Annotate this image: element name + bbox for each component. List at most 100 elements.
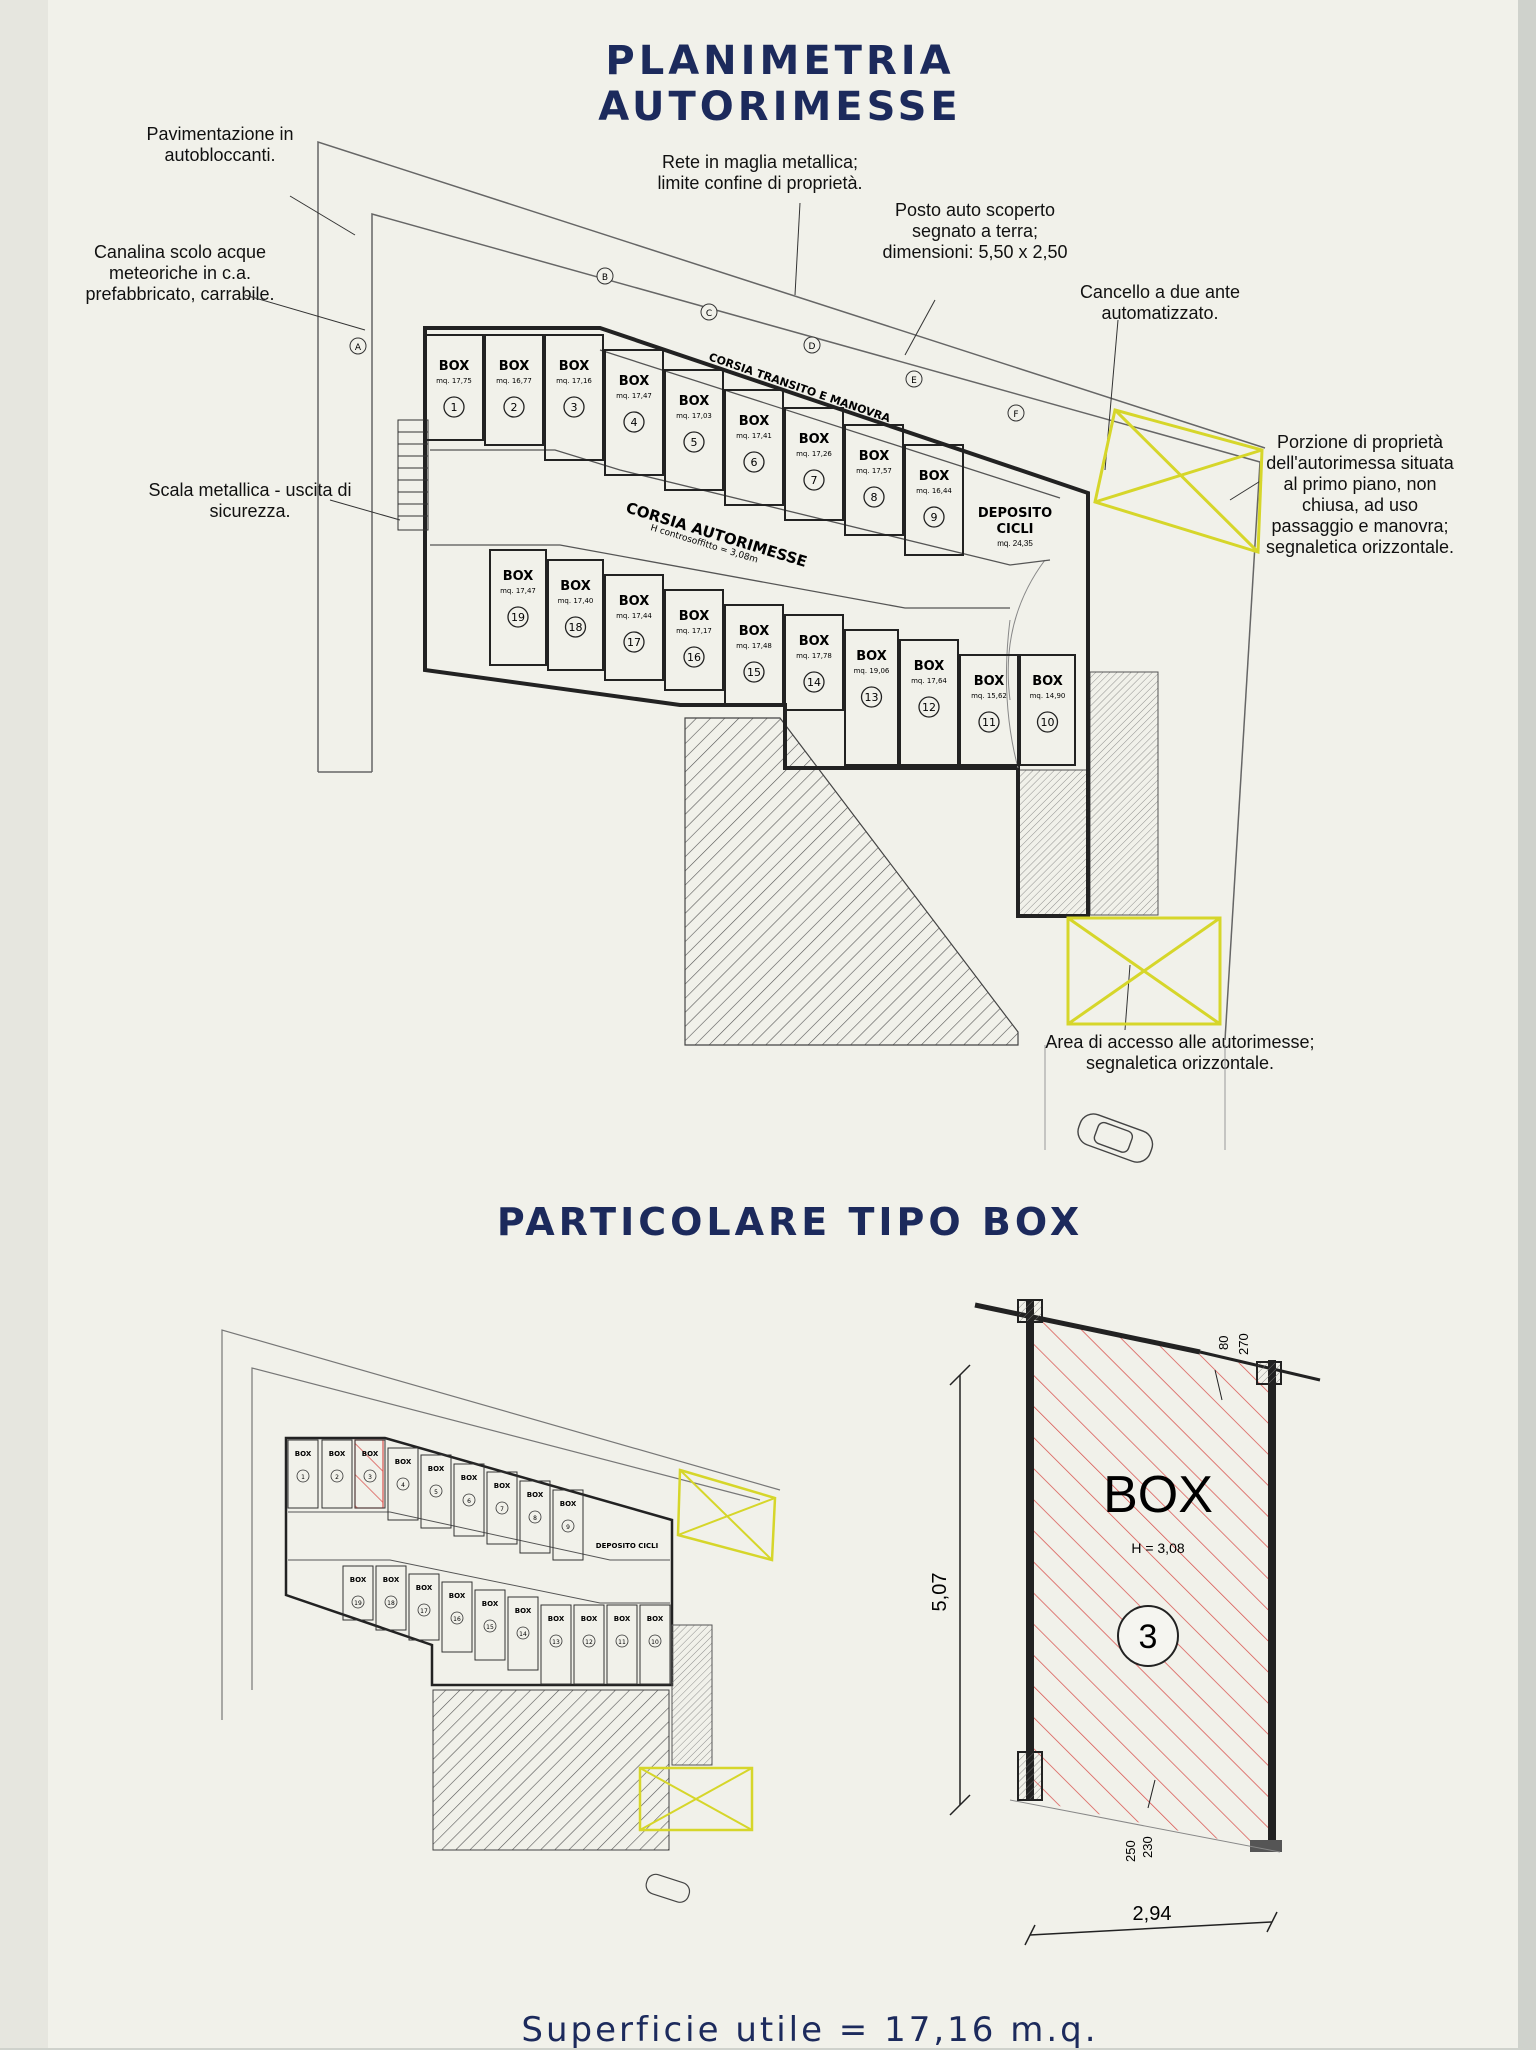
- box-number: 15: [747, 666, 761, 679]
- annotation-porzione: Porzione di proprietà dell'autorimessa s…: [1265, 432, 1455, 557]
- box-area: mq. 17,75: [436, 377, 472, 385]
- box-area: mq. 14,90: [1030, 692, 1066, 700]
- box-label: BOX: [499, 359, 530, 374]
- mini-box-number: 17: [420, 1608, 428, 1615]
- mini-box-number: 19: [354, 1600, 362, 1607]
- garage-building: [423, 326, 1159, 1046]
- box-number: 14: [807, 676, 821, 689]
- box-label: BOX: [1032, 674, 1063, 689]
- mini-box-number: 13: [552, 1639, 560, 1646]
- mini-box-cell-10: BOX 10: [639, 1604, 671, 1685]
- grid-marker-d: D: [809, 342, 816, 352]
- box-area: mq. 17,47: [500, 587, 536, 595]
- mini-box-label: BOX: [329, 1450, 346, 1458]
- main-title: PLANIMETRIA AUTORIMESSE: [598, 38, 962, 130]
- mini-box-label: BOX: [350, 1576, 367, 1584]
- car-icon: [1077, 1113, 1154, 1163]
- box-cell-13: BOX mq. 19,06 13: [844, 629, 899, 766]
- box-label: BOX: [919, 469, 950, 484]
- box-label: BOX: [559, 359, 590, 374]
- detail-door-bottom2-dim: 230: [1140, 1836, 1155, 1858]
- box-area: mq. 19,06: [854, 667, 890, 675]
- box-label: BOX: [560, 579, 591, 594]
- mini-box-number: 6: [467, 1498, 471, 1505]
- box-area: mq. 17,44: [616, 612, 652, 620]
- mini-box-label: BOX: [395, 1458, 412, 1466]
- box-cell-5: BOX mq. 17,03 5: [664, 369, 724, 491]
- grid-marker-c: C: [706, 309, 712, 319]
- detail-box-number: 3: [1139, 1618, 1158, 1656]
- annotation-area-accesso: Area di accesso alle autorimesse; segnal…: [1045, 1032, 1315, 1073]
- mini-box-label: BOX: [428, 1465, 445, 1473]
- box-label: BOX: [619, 594, 650, 609]
- box-number: 11: [982, 716, 996, 729]
- mini-box-number: 14: [519, 1631, 527, 1638]
- mini-box-cell-2: BOX 2: [321, 1439, 353, 1509]
- mini-box-label: BOX: [548, 1615, 565, 1623]
- mini-box-number: 11: [618, 1639, 626, 1646]
- box-number: 8: [871, 491, 878, 504]
- detail-depth-dim: 5,07: [929, 1573, 951, 1612]
- box-area: mq. 17,48: [736, 642, 772, 650]
- detail-width-dim: 2,94: [1133, 1903, 1172, 1925]
- box-label: BOX: [619, 374, 650, 389]
- leader-lines: [244, 195, 1263, 1031]
- mini-box-label: BOX: [482, 1600, 499, 1608]
- box-label: BOX: [439, 359, 470, 374]
- box-area: mq. 16,77: [496, 377, 532, 385]
- mini-box-number: 10: [651, 1639, 659, 1646]
- box-area: mq. 17,47: [616, 392, 652, 400]
- mini-box-label: BOX: [515, 1607, 532, 1615]
- box-number: 13: [865, 691, 879, 704]
- box-label: BOX: [799, 634, 830, 649]
- mini-box-number: 15: [486, 1624, 494, 1631]
- box-area: mq. 17,41: [736, 432, 772, 440]
- mini-box-number: 2: [335, 1474, 339, 1481]
- box-area: mq. 17,40: [558, 597, 594, 605]
- deposito-label-2: CICLI: [996, 522, 1033, 537]
- stair: [397, 419, 429, 531]
- site-boundary: [317, 140, 1266, 1041]
- mini-box-number: 18: [387, 1600, 395, 1607]
- box-number: 6: [751, 456, 758, 469]
- annotation-posto-auto: Posto auto scoperto segnato a terra; dim…: [882, 200, 1068, 262]
- box-area: mq. 17,26: [796, 450, 832, 458]
- detail-door-top-dim: 80: [1216, 1336, 1231, 1350]
- mini-box-label: BOX: [647, 1615, 664, 1623]
- mini-box-number: 1: [301, 1474, 305, 1481]
- box-number: 4: [631, 416, 638, 429]
- detail-box-label: BOX: [1103, 1466, 1213, 1524]
- box-area: mq. 17,78: [796, 652, 832, 660]
- mini-box-label: BOX: [494, 1482, 511, 1490]
- box-number: 18: [569, 621, 583, 634]
- box-cell-19: BOX mq. 17,47 19: [489, 549, 547, 666]
- box-number: 19: [511, 611, 525, 624]
- box-label: BOX: [856, 649, 887, 664]
- box-area: mq. 17,64: [911, 677, 947, 685]
- detail-title: PARTICOLARE TIPO BOX: [496, 1200, 1084, 1244]
- box-number: 12: [922, 701, 936, 714]
- mini-box-number: 12: [585, 1639, 593, 1646]
- box-area: mq. 17,03: [676, 412, 712, 420]
- mini-box-cell-19: BOX 19: [342, 1565, 374, 1621]
- box-label: BOX: [503, 569, 534, 584]
- grid-marker-a: A: [355, 343, 362, 353]
- mini-box-label: BOX: [560, 1500, 577, 1508]
- grid-marker-circles: [349, 267, 1025, 422]
- box-label: BOX: [679, 394, 710, 409]
- box-number: 3: [571, 401, 578, 414]
- box-number: 5: [691, 436, 698, 449]
